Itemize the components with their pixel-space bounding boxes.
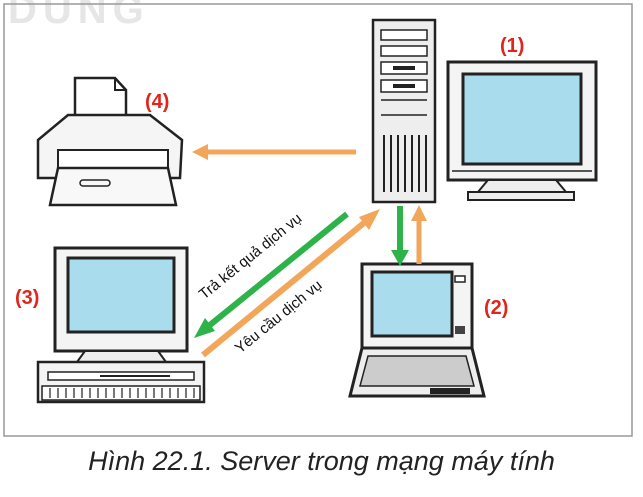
label-client-pc: (3) bbox=[15, 287, 40, 309]
label-laptop: (2) bbox=[484, 297, 509, 319]
server-monitor-icon bbox=[446, 60, 598, 201]
label-server-monitor: (1) bbox=[500, 35, 525, 57]
arrow-return-result bbox=[194, 211, 349, 338]
printer-icon bbox=[36, 76, 184, 207]
figure-caption: Hình 22.1. Server trong mạng máy tính bbox=[88, 446, 555, 476]
client-pc-icon bbox=[36, 246, 206, 404]
arrow-server-to-laptop bbox=[391, 206, 409, 266]
arrow-request-service bbox=[201, 209, 380, 358]
arrow-laptop-to-server bbox=[411, 205, 427, 264]
server-tower-icon bbox=[371, 18, 437, 204]
laptop-icon bbox=[348, 262, 486, 398]
arrow-to-printer bbox=[192, 144, 356, 160]
watermark: DUNG bbox=[8, 0, 150, 32]
label-printer: (4) bbox=[145, 91, 170, 113]
diagram-frame bbox=[3, 3, 633, 437]
